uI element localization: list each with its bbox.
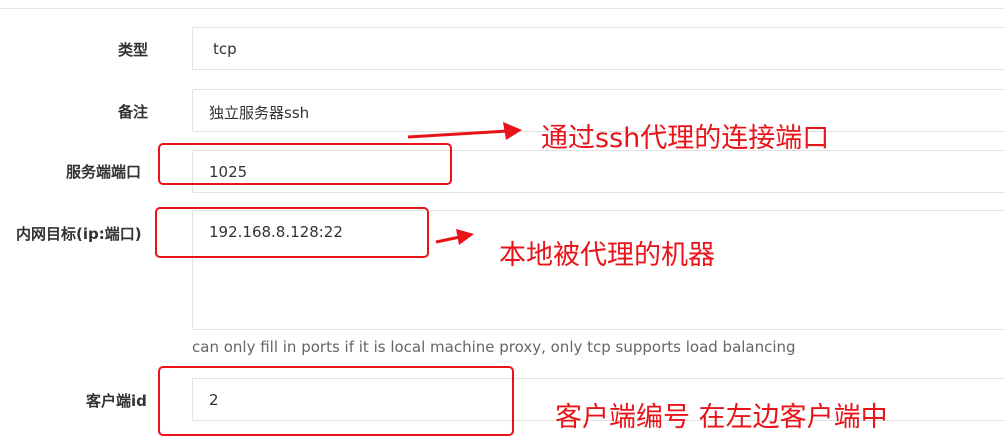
type-select[interactable]: tcp: [192, 27, 1005, 70]
target-textarea[interactable]: 192.168.8.128:22: [192, 210, 1005, 330]
client-id-value: 2: [209, 391, 219, 409]
target-annotation: 本地被代理的机器: [499, 240, 715, 271]
server-port-label: 服务端端口: [66, 163, 142, 181]
remark-label: 备注: [118, 103, 149, 121]
type-label: 类型: [118, 41, 149, 59]
target-hint: can only fill in ports if it is local ma…: [192, 338, 796, 356]
target-value: 192.168.8.128:22: [209, 223, 343, 241]
remark-value: 独立服务器ssh: [209, 104, 310, 122]
server-port-input[interactable]: 1025: [192, 150, 1005, 193]
top-divider: [0, 8, 1005, 9]
server-port-value: 1025: [209, 163, 248, 181]
client-id-label: 客户端id: [86, 392, 147, 410]
client-id-input[interactable]: 2: [192, 378, 1005, 421]
client-id-annotation: 客户端编号 在左边客户端中: [555, 402, 888, 433]
type-value: tcp: [213, 40, 237, 58]
server-port-annotation: 通过ssh代理的连接端口: [541, 123, 830, 154]
remark-input[interactable]: 独立服务器ssh: [192, 89, 1005, 132]
target-label: 内网目标(ip:端口): [16, 225, 142, 243]
